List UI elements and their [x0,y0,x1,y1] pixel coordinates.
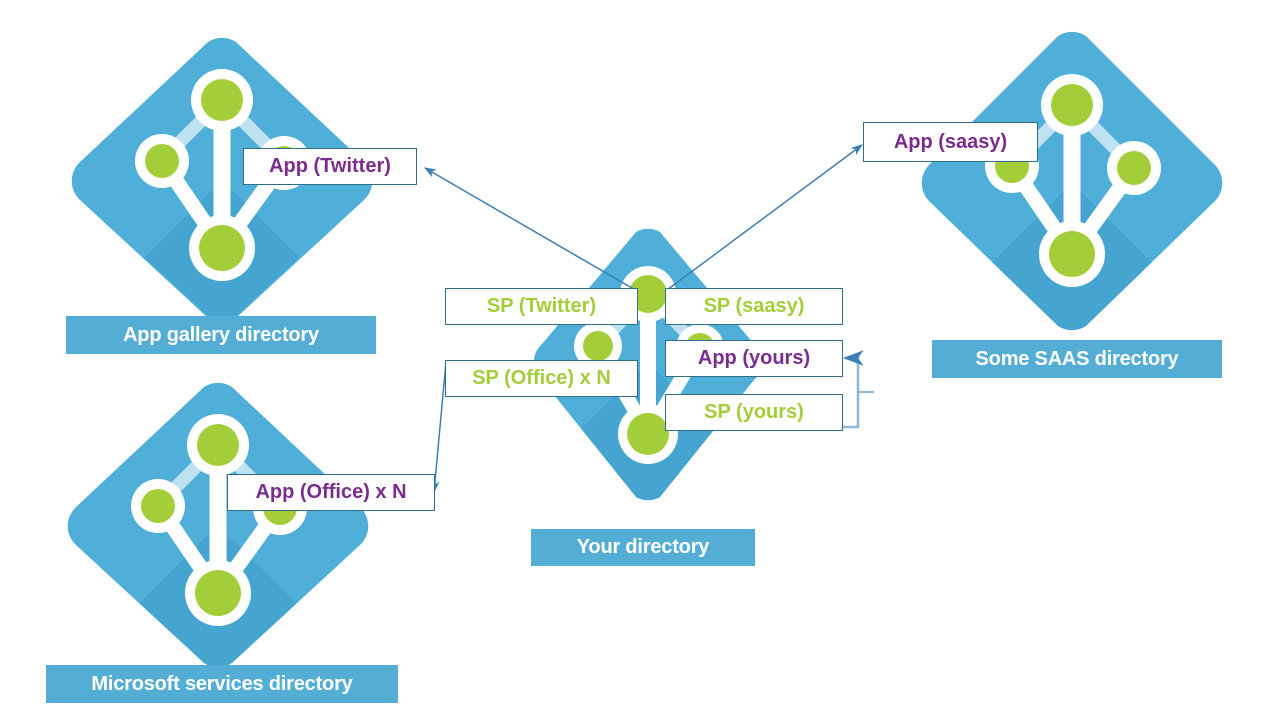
connector-yours-bracket [842,350,864,429]
directory-banner-app-gallery: App gallery directory [66,316,376,354]
label-app-yours[interactable]: App (yours) [665,340,843,377]
label-sp-office[interactable]: SP (Office) x N [445,360,638,397]
azure-ad-directory-icon-microsoft-services [58,375,378,675]
directory-banner-microsoft-services: Microsoft services directory [46,665,398,703]
label-sp-saasy[interactable]: SP (saasy) [665,288,843,325]
label-app-twitter[interactable]: App (Twitter) [243,148,417,185]
label-sp-twitter[interactable]: SP (Twitter) [445,288,638,325]
directory-banner-some-saas: Some SAAS directory [932,340,1222,378]
azure-ad-directory-icon-some-saas [912,20,1232,340]
label-app-saasy[interactable]: App (saasy) [863,122,1038,162]
label-app-office[interactable]: App (Office) x N [227,474,435,511]
directory-banner-your-directory: Your directory [531,529,755,566]
label-sp-yours[interactable]: SP (yours) [665,394,843,431]
azure-ad-directory-icon-app-gallery [62,30,382,330]
